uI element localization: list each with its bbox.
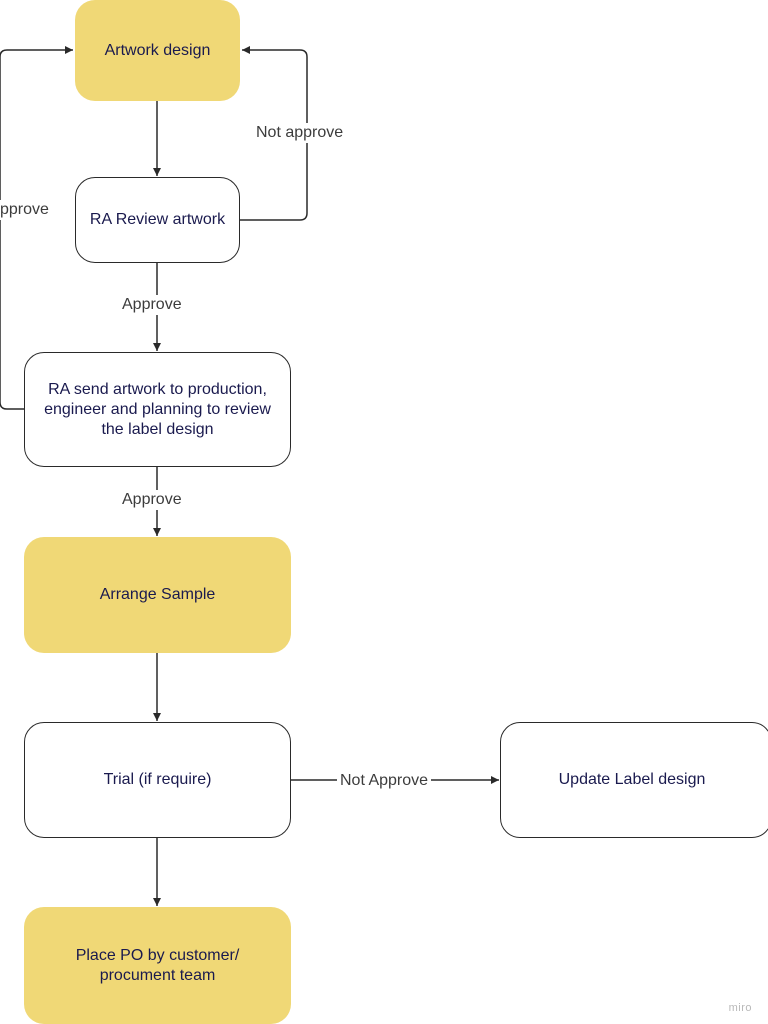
- node-artwork-design-label: Artwork design: [104, 41, 211, 59]
- edge-label-send-not-approve: pprove: [0, 200, 52, 220]
- node-ra-review-label: RA Review artwork: [89, 211, 226, 228]
- node-arrange-sample-label: Arrange Sample: [99, 586, 216, 603]
- node-place-po[interactable]: Place PO by customer/ procument team: [24, 907, 291, 1024]
- edge-label-send-approve: Approve: [119, 490, 185, 510]
- arrow-send-not-approve-loop: [0, 46, 73, 410]
- node-trial[interactable]: Trial (if require): [24, 722, 291, 838]
- miro-watermark: miro: [728, 1002, 752, 1014]
- node-artwork-design[interactable]: Artwork design: [75, 0, 240, 101]
- edge-label-review-approve: Approve: [119, 295, 185, 315]
- node-ra-review-artwork[interactable]: RA Review artwork: [75, 177, 240, 263]
- node-update-label-label: Update Label design: [558, 771, 706, 788]
- node-trial-label: Trial (if require): [103, 771, 212, 788]
- node-ra-send-artwork[interactable]: RA send artwork to production, engineer …: [24, 352, 291, 467]
- edge-label-review-not-approve: Not approve: [253, 123, 347, 143]
- node-place-po-label: Place PO by customer/ procument team: [75, 946, 240, 984]
- edge-label-trial-not-approve: Not Approve: [337, 771, 432, 791]
- node-update-label-design[interactable]: Update Label design: [500, 722, 768, 838]
- node-ra-send-label: RA send artwork to production, engineer …: [44, 380, 271, 438]
- node-arrange-sample[interactable]: Arrange Sample: [24, 537, 291, 653]
